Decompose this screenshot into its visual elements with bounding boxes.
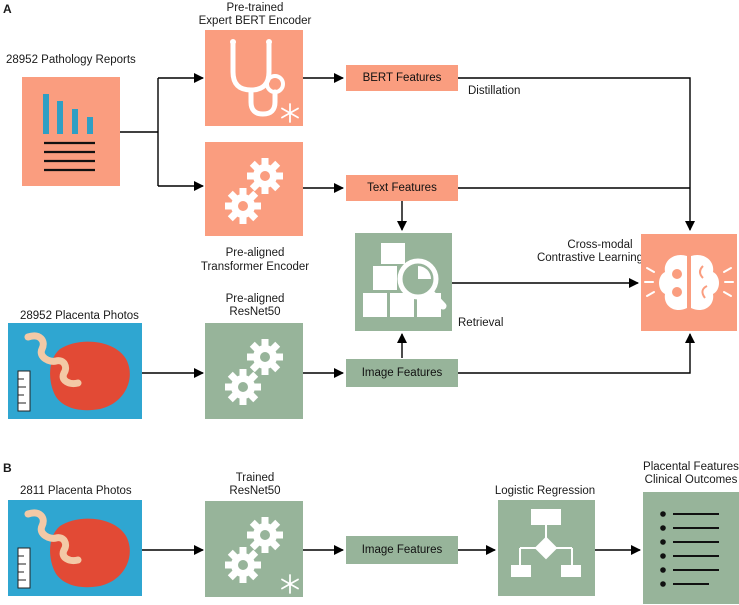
gears-icon <box>225 339 283 405</box>
resnet-b-title-line2: ResNet50 <box>229 485 281 497</box>
transformer-title-line2: Transformer Encoder <box>200 261 310 273</box>
placenta-icon <box>17 332 130 412</box>
pathology-report-card <box>22 77 120 186</box>
transformer-encoder-box <box>205 142 303 236</box>
outcomes-box <box>643 492 739 604</box>
outcomes-title-line1: Placental Features <box>643 461 739 473</box>
bert-encoder-box <box>205 30 303 126</box>
panel-label-a: A <box>3 2 12 16</box>
resnet-a-title-line1: Pre-aligned <box>225 293 285 305</box>
placenta-photo-a <box>8 323 142 419</box>
gears-icon <box>225 517 283 583</box>
regression-box <box>498 500 595 596</box>
regression-title: Logistic Regression <box>494 485 596 497</box>
contrastive-title-line1: Cross-modal <box>567 239 633 251</box>
gears-icon <box>225 158 283 224</box>
list-icon <box>660 511 719 587</box>
image-features-box-a: Image Features <box>346 359 458 387</box>
contrastive-title-line2: Contrastive Learning <box>536 252 644 264</box>
bert-title-line1: Pre-trained <box>226 2 284 14</box>
resnet-b-box <box>205 501 303 597</box>
resnet-a-title-line2: ResNet50 <box>229 306 281 318</box>
photos-title-a: 28952 Placenta Photos <box>20 310 139 322</box>
outcomes-title-line2: Clinical Outcomes <box>644 474 738 486</box>
brain-icon <box>644 254 734 311</box>
resnet-b-title-line1: Trained <box>235 472 275 484</box>
resnet-a-box <box>205 323 303 419</box>
retrieval-box <box>355 233 452 331</box>
bert-features-box: BERT Features <box>346 65 458 91</box>
search-boxes-icon <box>363 243 447 317</box>
report-chart-icon <box>43 94 95 172</box>
placenta-icon <box>17 509 130 589</box>
snowflake-icon <box>281 103 299 123</box>
contrastive-learning-box <box>641 234 737 331</box>
placenta-photo-b <box>8 500 142 596</box>
bert-title-line2: Expert BERT Encoder <box>198 15 312 27</box>
retrieval-label: Retrieval <box>458 317 504 329</box>
text-features-box: Text Features <box>346 175 458 201</box>
reports-title: 28952 Pathology Reports <box>6 54 136 66</box>
snowflake-icon <box>281 574 299 594</box>
stethoscope-icon <box>230 39 285 117</box>
panel-label-b: B <box>3 461 12 475</box>
distillation-label: Distillation <box>468 85 521 97</box>
flowchart-icon <box>511 509 581 577</box>
transformer-title-line1: Pre-aligned <box>225 247 285 259</box>
photos-title-b: 2811 Placenta Photos <box>20 485 132 497</box>
image-features-box-b: Image Features <box>346 536 458 564</box>
